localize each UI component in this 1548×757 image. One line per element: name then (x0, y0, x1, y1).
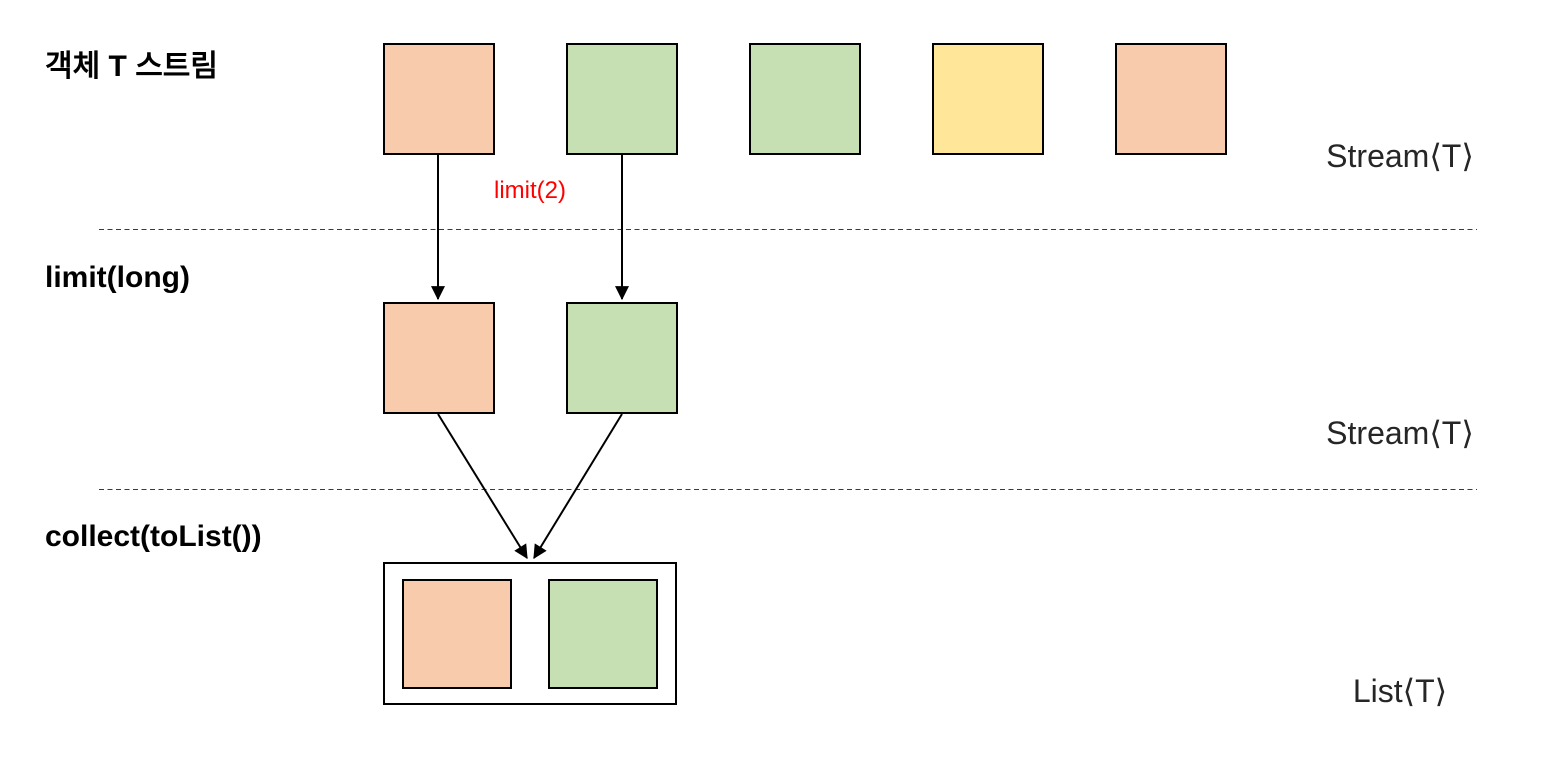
arrow-limit2-to-list (533, 413, 623, 559)
green-element-square (749, 43, 861, 155)
green-element-square (566, 43, 678, 155)
orange-element-square (383, 302, 495, 414)
source-stage-label: 객체 T 스트림 (45, 50, 218, 83)
arrow-limit1-to-list (437, 413, 528, 559)
collect-stage-label: collect(toList()) (45, 520, 262, 553)
list-box (383, 562, 677, 705)
collect-type-label: List⟨T⟩ (1352, 673, 1448, 709)
yellow-element-square (932, 43, 1044, 155)
source-type-label: Stream⟨T⟩ (1326, 138, 1474, 174)
limit-operation-label: limit(2) (494, 177, 566, 204)
orange-element-square (402, 578, 512, 689)
limit-type-label: Stream⟨T⟩ (1326, 415, 1474, 451)
limit-stage-label: limit(long) (45, 261, 190, 294)
orange-element-square (1115, 43, 1227, 155)
green-element-square (566, 302, 678, 414)
source-squares-row (383, 43, 1227, 155)
limit-squares-row (383, 302, 678, 414)
green-element-square (548, 578, 658, 689)
orange-element-square (383, 43, 495, 155)
